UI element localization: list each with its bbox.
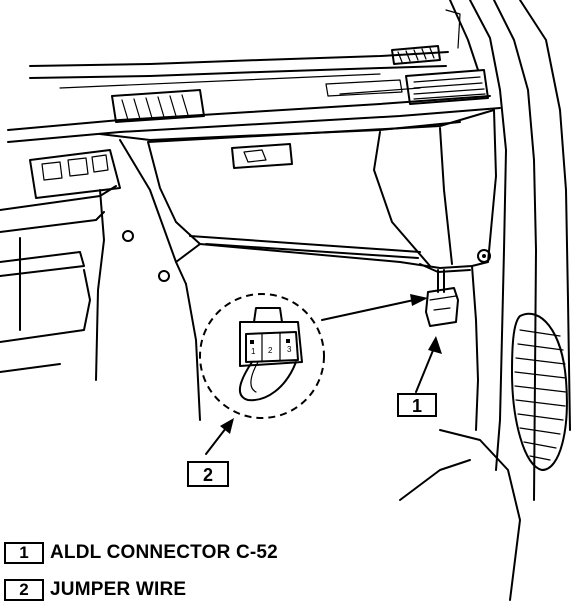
magnified-connector-view: 1 2 3	[199, 293, 325, 419]
magnify-leader	[321, 294, 428, 321]
center-console	[0, 139, 187, 381]
callout-2-leader	[205, 418, 234, 455]
pin-label-3: 3	[287, 345, 292, 354]
pin-label-1: 1	[251, 347, 256, 356]
glove-box	[147, 109, 497, 269]
aldl-connector	[425, 269, 459, 327]
legend-number-2: 2	[4, 579, 44, 601]
pin-label-2: 2	[268, 346, 273, 355]
dashboard-outline	[7, 51, 501, 143]
legend-row-1: 1 ALDL CONNECTOR C-52	[4, 540, 564, 566]
legend-label-2: JUMPER WIRE	[50, 579, 187, 600]
callout-2: 2	[187, 461, 229, 487]
center-vent	[111, 89, 205, 123]
door-pillar	[399, 0, 571, 601]
callout-1: 1	[397, 393, 437, 417]
legend-row-2: 2 JUMPER WIRE	[4, 577, 564, 603]
legend-label-1: ALDL CONNECTOR C-52	[50, 542, 278, 563]
speaker-grille	[511, 312, 568, 471]
callout-1-number: 1	[412, 396, 422, 416]
right-vent	[391, 45, 489, 105]
callout-1-leader	[415, 336, 442, 393]
callout-2-number: 2	[203, 465, 213, 485]
legend-number-1: 1	[4, 542, 44, 564]
